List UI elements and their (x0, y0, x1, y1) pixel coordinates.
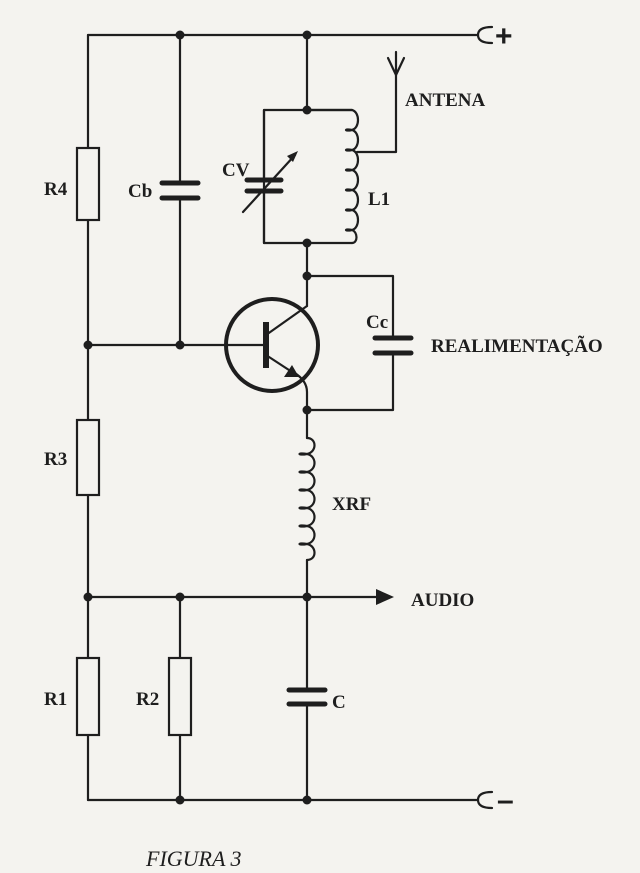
audio-label: AUDIO (411, 590, 474, 611)
xrf-choke (298, 436, 316, 562)
junction-dots (83, 30, 312, 805)
feedback-wire (305, 274, 395, 412)
figure-caption: FIGURA 3 (145, 846, 242, 871)
cc-capacitor (372, 335, 414, 356)
l1-label: L1 (368, 189, 390, 210)
negative-terminal-icon (476, 790, 494, 810)
antena-label: ANTENA (405, 90, 486, 111)
c-capacitor (286, 687, 328, 707)
cb-label: Cb (128, 181, 152, 202)
r2-resistor (167, 656, 193, 737)
cv-variable-capacitor (241, 151, 298, 214)
r2-label: R2 (136, 689, 159, 710)
l1-inductor (305, 108, 360, 245)
wires (86, 33, 480, 802)
antenna-tap-wire (355, 73, 398, 154)
r3-label: R3 (44, 449, 67, 470)
realimentacao-label: REALIMENTAÇÃO (431, 335, 603, 357)
xrf-label: XRF (332, 494, 371, 515)
transistor (224, 297, 320, 393)
r4-label: R4 (44, 179, 68, 200)
cb-capacitor (159, 180, 201, 201)
tank-circuit-wire (262, 108, 354, 245)
c-label: C (332, 692, 346, 713)
r4-resistor (75, 146, 101, 222)
r1-label: R1 (44, 689, 67, 710)
cc-label: Cc (366, 312, 388, 333)
r1-resistor (75, 656, 101, 737)
r3-resistor (75, 418, 101, 497)
negative-terminal-label: – (497, 784, 514, 817)
antenna-icon (386, 50, 406, 77)
positive-terminal-icon (476, 25, 494, 45)
audio-arrow-icon (376, 589, 394, 605)
cv-label: CV (222, 160, 250, 181)
positive-terminal-label: + (495, 20, 513, 53)
emitter-arrow-icon (284, 365, 299, 377)
